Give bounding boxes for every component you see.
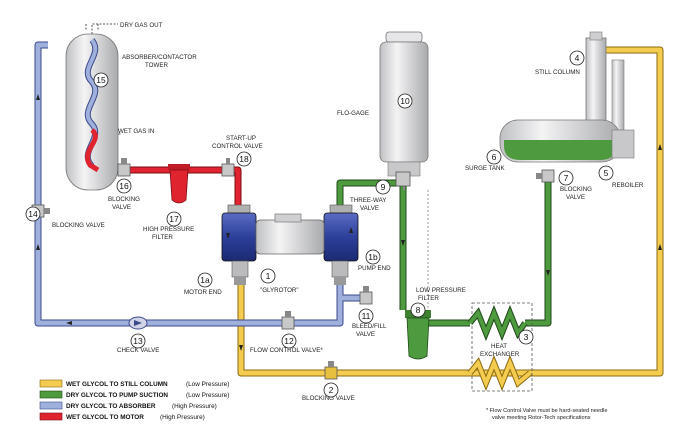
callout-8: 8 [416,305,421,315]
blocking-valve-2 [324,361,338,380]
blocking-valve-16 [117,158,131,177]
legend: WET GLYCOL TO STILL COLUMN (Low Pressure… [39,379,229,421]
callout-11: 11 [362,311,371,321]
label-hp-filter-a: HIGH PRESSURE [143,226,194,233]
glyrotor-pump [221,204,359,285]
label-flow-control: FLOW CONTROL VALVE* [250,347,323,354]
callout-18: 18 [239,154,249,164]
callout-7: 7 [564,173,569,183]
label-flo-gage: FLO-GAGE [337,110,369,117]
label-blocking-2: BLOCKING VALVE [302,395,355,402]
flow-control-valve-12 [281,311,295,330]
label-blocking-14: BLOCKING VALVE [52,222,105,229]
callout-1b: 1b [368,252,378,262]
blocking-valve-7 [536,169,555,183]
label-blocking-16-a: BLOCKING [108,196,140,203]
label-glyrotor: "GLYROTOR" [260,287,299,294]
label-blocking-7-a: BLOCKING [560,186,592,193]
label-blocking-16-b: VALVE [112,204,131,211]
legend-label-1: DRY GLYCOL TO PUMP SUCTION [66,392,168,399]
legend-label-2: DRY GLYCOL TO ABSORBER [66,403,156,410]
legend-label-0: WET GLYCOL TO STILL COLUMN [66,381,168,388]
label-surge-tank: SURGE TANK [465,165,506,172]
legend-swatch-yellow [39,379,63,388]
check-valve-13 [128,316,148,330]
footnote-line-2: valve meeting Rotor-Tech specifications [492,415,591,421]
flow-arrows [36,94,662,351]
legend-swatch-blue [39,401,63,410]
label-wet-gas-in: WET GAS IN [118,128,154,135]
callout-4: 4 [575,53,580,63]
callout-15: 15 [96,75,106,85]
label-startup-2: CONTROL VALVE [212,143,263,150]
label-lp-filter-b: FILTER [418,295,439,302]
label-dry-gas-out: DRY GAS OUT [120,22,163,29]
callout-6: 6 [492,152,497,162]
label-startup-1: START-UP [226,135,256,142]
callout-12: 12 [284,336,294,346]
label-motor-end: MOTOR END [184,289,222,296]
legend-swatch-red [39,412,63,421]
callout-3: 3 [524,332,529,342]
label-three-way-b: VALVE [360,205,379,212]
callout-1a: 1a [200,275,210,285]
pipe-dry-glycol-absorber [34,41,360,327]
three-way-valve-9 [395,171,411,187]
pipe-wet-glycol-motor [98,166,242,213]
label-three-way-a: THREE-WAY [350,197,386,204]
callout-14: 14 [28,209,38,219]
heat-exchanger [467,302,533,392]
number-callouts: 15 16 17 18 14 1a 1 1b 13 12 11 8 9 10 4… [25,50,614,398]
label-lp-filter-a: LOW PRESSURE [416,287,466,294]
label-heat-exchanger-a: HEAT [491,343,507,350]
label-absorber-2: TOWER [145,62,168,69]
legend-note-1: (Low Pressure) [186,392,229,399]
callout-9: 9 [381,182,386,192]
legend-note-3: (High Pressure) [160,414,205,421]
label-check-valve: CHECK VALVE [117,347,159,354]
label-absorber-1: ABSORBER/CONTACTOR [122,54,197,61]
callout-5: 5 [604,168,609,178]
legend-swatch-green [39,390,63,399]
legend-note-0: (Low Pressure) [186,381,229,388]
absorber-tower [65,33,119,191]
label-bleed-fill-b: VALVE [356,331,375,338]
label-reboiler: REBOILER [612,182,644,189]
label-hp-filter-b: FILTER [152,234,173,241]
label-still-column: STILL COLUMN [535,69,580,76]
callout-17: 17 [169,214,179,224]
hp-filter-17 [168,164,190,204]
startup-valve-18 [221,158,235,177]
callout-2: 2 [329,385,334,395]
callout-10: 10 [400,96,410,106]
callout-16: 16 [119,181,129,191]
label-blocking-7-b: VALVE [566,194,585,201]
legend-note-2: (High Pressure) [172,403,217,410]
callout-13: 13 [133,336,143,346]
footnote-line-1: * Flow Control Valve must be hard-seated… [486,408,607,414]
flo-gage [379,31,429,190]
label-bleed-fill-a: BLEED/FILL [352,323,387,330]
surge-tank [499,119,635,163]
label-heat-exchanger-b: EXCHANGER [480,351,520,358]
label-pump-end: PUMP END [358,265,391,272]
callout-1: 1 [266,271,271,281]
legend-label-3: WET GLYCOL TO MOTOR [66,414,144,421]
bleed-fill-valve-11 [359,286,373,305]
